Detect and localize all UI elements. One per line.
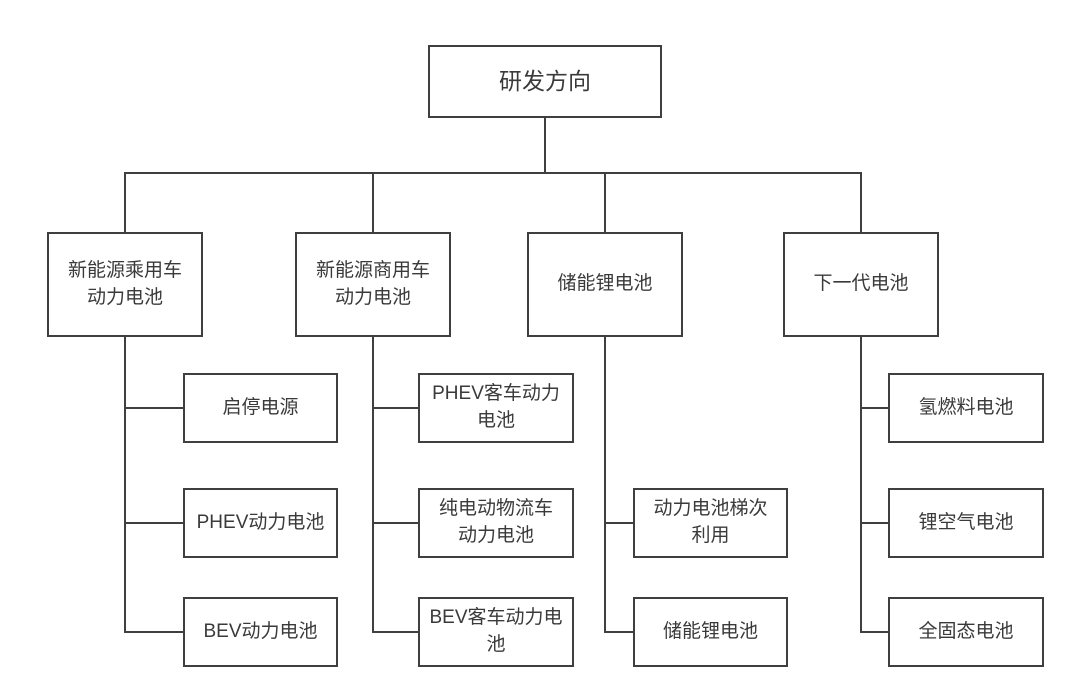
node-li-air-battery: 锂空气电池 [888, 488, 1044, 558]
connector-branch-drop [372, 172, 374, 234]
connector-spine [860, 337, 862, 633]
node-hydrogen-fuel-cell: 氢燃料电池 [888, 373, 1044, 443]
connector-stub [860, 522, 888, 524]
connector-stub [860, 631, 888, 633]
node-bev-bus-battery: BEV客车动力电 池 [418, 597, 574, 667]
node-nev-passenger-battery: 新能源乘用车 动力电池 [47, 232, 203, 337]
node-rd-direction: 研发方向 [428, 45, 662, 118]
connector-root-drop [544, 118, 546, 174]
node-next-gen-battery: 下一代电池 [783, 232, 939, 337]
connector-stub [372, 631, 418, 633]
connector-stub [124, 407, 183, 409]
connector-trunk [124, 172, 862, 174]
node-storage-li-battery-leaf: 储能锂电池 [633, 597, 788, 667]
node-nev-commercial-battery: 新能源商用车 动力电池 [295, 232, 451, 337]
connector-stub [372, 522, 418, 524]
connector-spine [124, 337, 126, 633]
connector-stub [604, 522, 633, 524]
connector-stub [124, 522, 183, 524]
connector-branch-drop [860, 172, 862, 234]
node-bev-power-battery: BEV动力电池 [183, 597, 338, 667]
connector-stub [604, 631, 633, 633]
node-pure-ev-logistics-battery: 纯电动物流车 动力电池 [418, 488, 574, 558]
node-phev-bus-battery: PHEV客车动力 电池 [418, 373, 574, 443]
connector-branch-drop [604, 172, 606, 234]
connector-stub [860, 407, 888, 409]
node-battery-echelon-use: 动力电池梯次 利用 [633, 488, 788, 558]
connector-spine [604, 337, 606, 633]
node-all-solid-state-battery: 全固态电池 [888, 597, 1044, 667]
connector-stub [372, 407, 418, 409]
node-energy-storage-battery: 储能锂电池 [527, 232, 683, 337]
node-phev-power-battery: PHEV动力电池 [183, 488, 338, 558]
connector-stub [124, 631, 183, 633]
connector-spine [372, 337, 374, 633]
node-start-stop-power: 启停电源 [183, 373, 338, 443]
connector-branch-drop [124, 172, 126, 234]
